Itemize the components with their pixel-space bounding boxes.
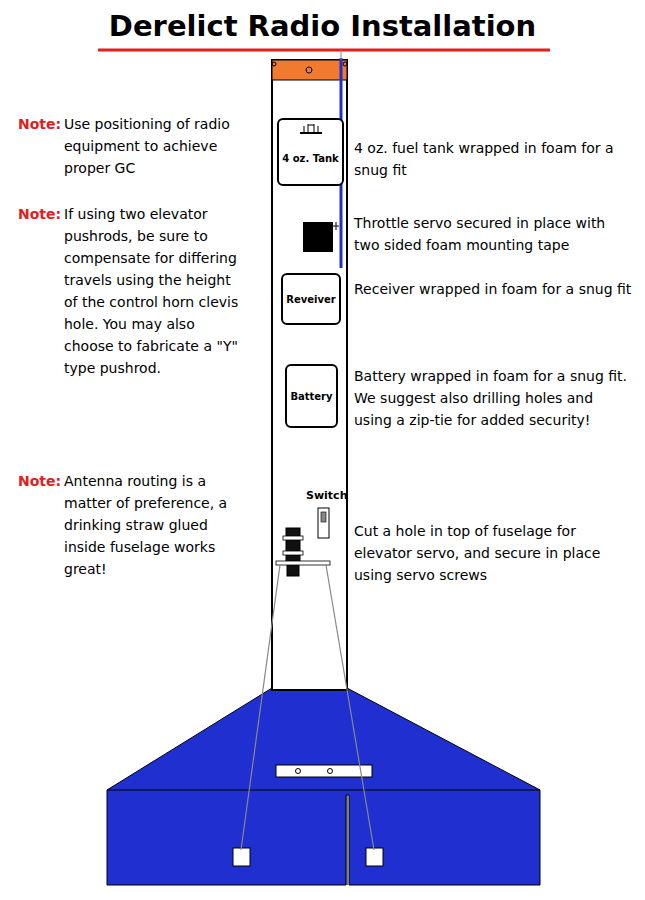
antenna-tip: [341, 50, 342, 60]
pushrod: [326, 565, 374, 850]
screw: [306, 67, 312, 73]
note-tag: Note:: [18, 113, 68, 135]
screw: [272, 62, 276, 66]
receiver-box: Reveiver: [281, 273, 341, 325]
elevator-servo: [286, 528, 300, 562]
pushrod: [241, 565, 280, 850]
fuselage: [272, 60, 347, 690]
box-text: 4 oz. Tank: [282, 152, 338, 165]
note-text: Use positioning of radio equipment to ac…: [64, 113, 244, 179]
callout-text: Battery wrapped in foam for a snug fit. …: [354, 365, 634, 431]
callout-text: Cut a hole in top of fuselage for elevat…: [354, 520, 634, 586]
servo-arm: [276, 561, 330, 565]
callout-text: Throttle servo secured in place with two…: [354, 212, 634, 256]
title-underline: [98, 49, 550, 52]
callout-text: Receiver wrapped in foam for a snug fit: [354, 278, 634, 300]
fuel-tank-box: 4 oz. Tank: [277, 118, 344, 186]
callout-text: 4 oz. fuel tank wrapped in foam for a sn…: [354, 137, 634, 181]
screw: [296, 769, 301, 774]
control-horn: [233, 848, 250, 866]
hinge-line: [107, 790, 540, 791]
screw: [343, 62, 347, 66]
note-tag: Note:: [18, 470, 68, 492]
note-text: Antenna routing is a matter of preferenc…: [64, 470, 244, 580]
tank-cap: [296, 122, 326, 136]
switch-toggle: [321, 512, 326, 522]
throttle-servo: [303, 222, 333, 252]
elevator-split: [347, 795, 348, 885]
control-horn: [366, 848, 383, 866]
firewall: [272, 60, 347, 80]
servo-arm: [336, 222, 337, 230]
servo-tab: [283, 551, 303, 555]
stabilizer: [107, 688, 540, 885]
servo-tab: [283, 536, 303, 540]
battery-box: Battery: [285, 364, 338, 428]
switch: [318, 508, 329, 538]
box-text: Battery: [290, 390, 332, 403]
note-tag: Note:: [18, 203, 68, 225]
box-text: Reveiver: [286, 293, 335, 306]
switch-label: Switch: [306, 489, 366, 503]
diagram-title: Derelict Radio Installation: [0, 8, 645, 44]
note-text: If using two elevator pushrods, be sure …: [64, 203, 244, 379]
screw: [328, 769, 333, 774]
stab-mount-bar: [276, 765, 372, 777]
